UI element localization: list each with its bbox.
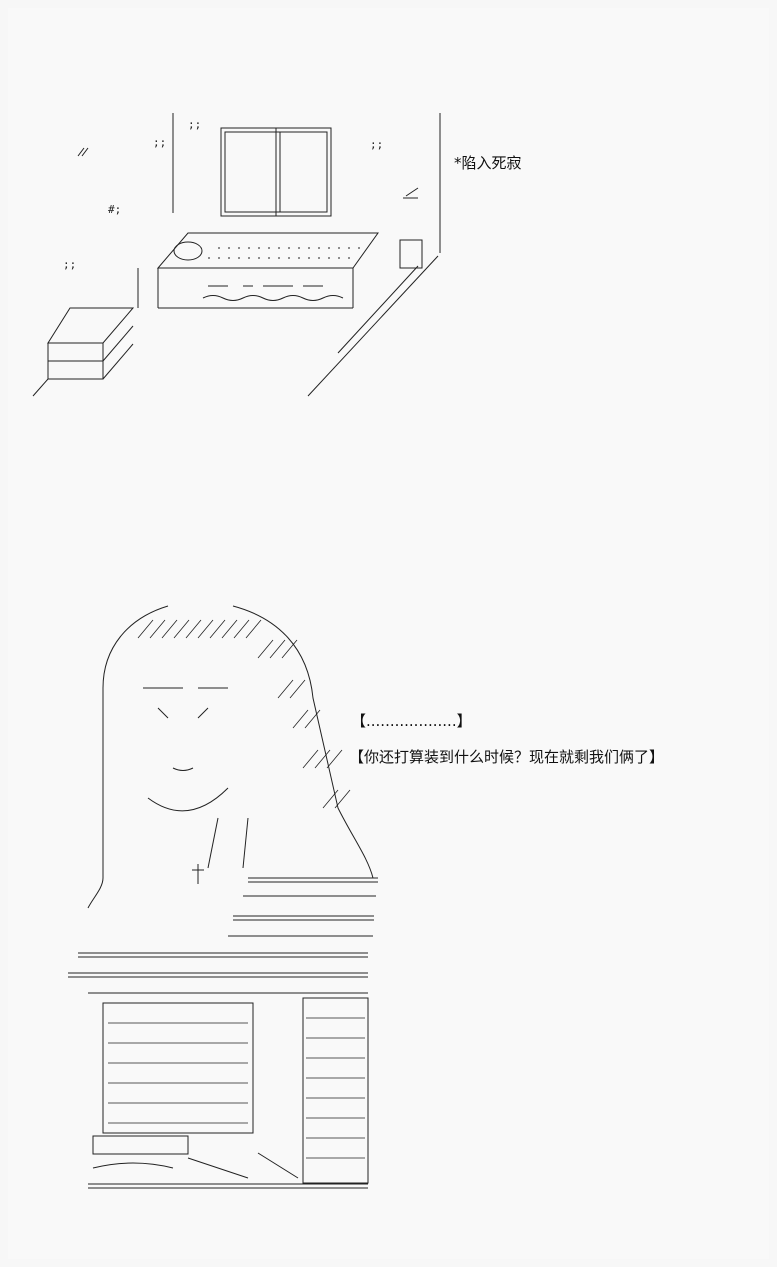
svg-text:;;: ;;: [63, 258, 76, 271]
scene1-caption: *陷入死寂: [454, 154, 522, 172]
dialogue-line: 【你还打算装到什么时候？现在就剩我们俩了】: [349, 748, 665, 766]
svg-text:;;: ;;: [370, 138, 383, 151]
page: #; ;; ;; ;; ;; *陷入死寂: [8, 8, 769, 1259]
svg-text:#;: #;: [108, 203, 121, 216]
empty-speech-bubble: 【...................】: [351, 712, 472, 730]
room-line-art: #; ;; ;; ;; ;;: [32, 113, 441, 397]
svg-text:;;: ;;: [188, 118, 201, 131]
svg-text:;;: ;;: [153, 136, 166, 149]
